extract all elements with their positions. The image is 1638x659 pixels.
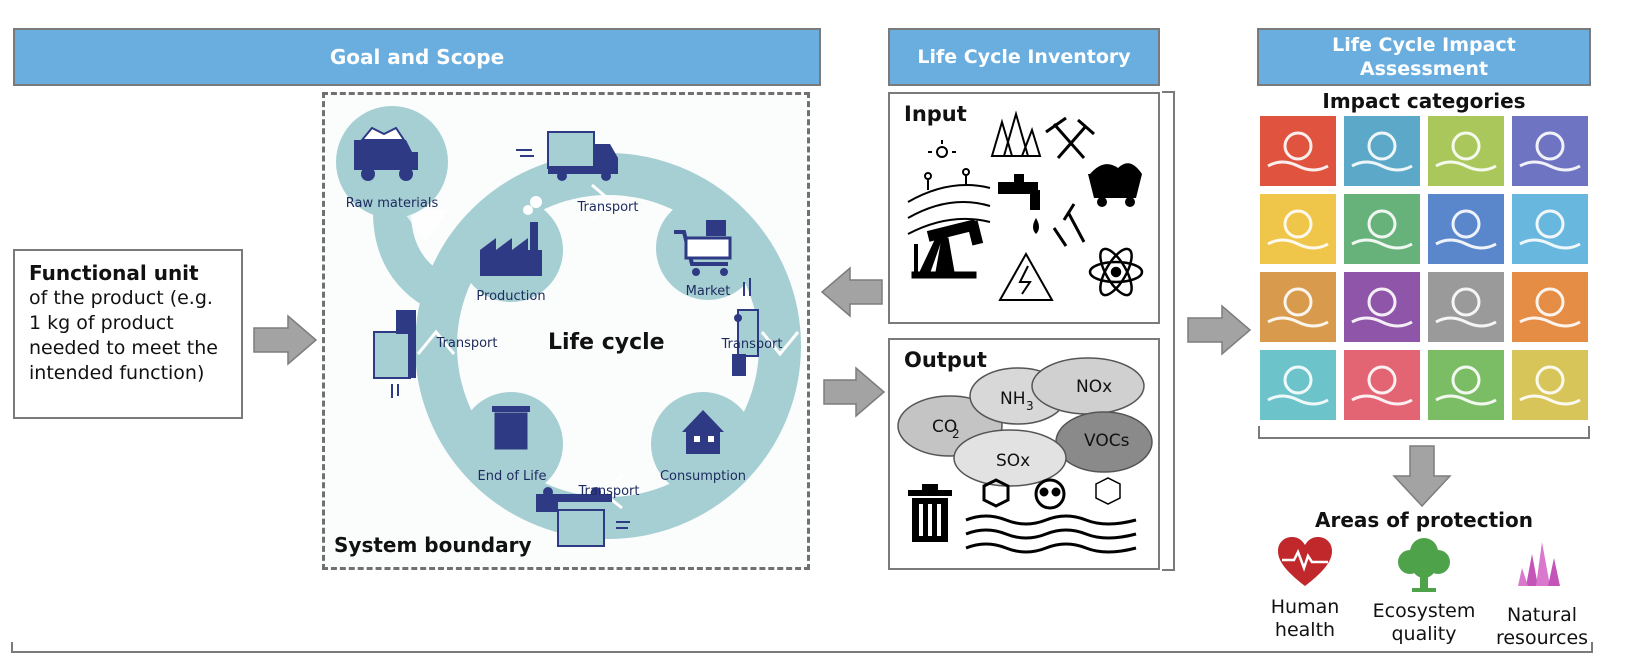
output-panel: Output CO 2 NH 3 NOx VOCs SOx xyxy=(888,338,1160,570)
coal-cart-icon xyxy=(1088,163,1142,207)
water-pollution-icon xyxy=(965,477,1137,554)
water-drop-icon xyxy=(1344,116,1420,186)
pickaxe-icon xyxy=(1052,203,1086,247)
emission-nox: NOx xyxy=(1076,377,1112,397)
lci-header: Life Cycle Inventory xyxy=(888,28,1160,86)
climate-waves-icon xyxy=(1512,350,1588,420)
trash-can-icon xyxy=(908,484,952,542)
atom-icon xyxy=(1088,247,1144,297)
nh3-subscript: 3 xyxy=(1026,399,1034,413)
functional-unit-box: Functional unit of the product (e.g. 1 k… xyxy=(13,249,243,419)
aop-ecosystem-quality: Ecosystem quality xyxy=(1372,600,1476,645)
high-voltage-icon xyxy=(998,251,1054,301)
arrow-down-icon xyxy=(1392,445,1452,508)
water-tap-icon xyxy=(998,174,1040,234)
hammer-pick-icon xyxy=(1045,116,1095,159)
particle-icon xyxy=(1344,272,1420,342)
raw-materials-path xyxy=(373,211,467,319)
stage-production: Production xyxy=(476,289,546,304)
arrow-right-icon xyxy=(1187,304,1252,356)
output-title: Output xyxy=(904,348,987,372)
temperature-icon xyxy=(1260,116,1336,186)
input-icons xyxy=(907,110,1144,301)
factory-icon xyxy=(480,196,542,276)
stage-transport-right: Transport xyxy=(721,337,783,352)
inventory-bracket xyxy=(1162,91,1175,571)
field-sun-icon xyxy=(907,140,991,235)
stage-raw-materials: Raw materials xyxy=(345,196,439,211)
impact-bracket xyxy=(1258,426,1590,439)
arrow-left-icon xyxy=(820,266,883,318)
heart-pulse-icon xyxy=(1278,537,1332,586)
functional-unit-title: Functional unit xyxy=(29,261,199,285)
cancer-ribbon-icon xyxy=(1344,350,1420,420)
truck-left-icon xyxy=(373,310,416,398)
emission-nh3: NH xyxy=(1000,389,1026,409)
plants-icon xyxy=(1260,350,1336,420)
arrow-right-icon xyxy=(253,314,318,366)
stage-market: Market xyxy=(685,284,731,299)
truck-top-icon xyxy=(516,131,618,181)
energy-leaf-icon xyxy=(1512,272,1588,342)
emission-vocs: VOCs xyxy=(1084,431,1130,451)
radiation-icon xyxy=(1428,350,1504,420)
system-boundary-label: System boundary xyxy=(334,533,532,557)
aop-natural-resources: Natural resources xyxy=(1495,604,1589,649)
emission-co2: CO xyxy=(932,417,957,437)
input-panel: Input xyxy=(888,92,1160,324)
crystal-icon xyxy=(990,110,1042,157)
aquatic-plant-icon xyxy=(1428,194,1504,264)
house-icon xyxy=(682,410,724,454)
lcia-header: Life Cycle Impact Assessment xyxy=(1257,28,1591,86)
emission-sox: SOx xyxy=(996,451,1030,471)
stage-transport-bottom: Transport xyxy=(578,484,640,499)
areas-of-protection-title: Areas of protection xyxy=(1315,508,1533,532)
truck-right-icon xyxy=(732,278,759,376)
crystal-icon xyxy=(1518,542,1560,586)
input-title: Input xyxy=(904,102,967,126)
co2-subscript: 2 xyxy=(952,427,960,441)
life-cycle-diagram xyxy=(336,106,801,547)
stage-consumption: Consumption xyxy=(659,469,747,484)
aop-human-health: Human health xyxy=(1270,596,1340,641)
dump-truck-icon xyxy=(354,126,418,181)
output-icons: CO 2 NH 3 NOx VOCs SOx xyxy=(897,357,1153,554)
arrow-right-icon xyxy=(823,366,886,418)
tree-stump-icon xyxy=(1428,116,1504,186)
rain-cloud-icon xyxy=(1512,116,1588,186)
crop-duster-icon xyxy=(1260,272,1336,342)
stage-transport-left: Transport xyxy=(436,336,498,351)
bottom-bracket xyxy=(11,642,1593,653)
sun-radiation-icon xyxy=(1260,194,1336,264)
dump-truck-icon xyxy=(1428,272,1504,342)
tree-icon xyxy=(1398,538,1450,592)
life-cycle-label: Life cycle xyxy=(548,330,665,355)
goal-scope-header: Goal and Scope xyxy=(13,28,821,86)
impact-categories-title: Impact categories xyxy=(1322,89,1526,113)
sox-cloud xyxy=(953,429,1067,487)
truck-bottom-icon xyxy=(536,487,630,547)
shopping-cart-icon xyxy=(674,220,732,276)
stage-end-of-life: End of Life xyxy=(477,469,547,484)
stage-transport-top: Transport xyxy=(577,200,639,215)
skull-crossbones-icon xyxy=(1344,194,1420,264)
fish-icon xyxy=(1512,194,1588,264)
oil-pump-icon xyxy=(911,219,984,279)
trash-can-icon xyxy=(492,406,530,450)
functional-unit-text: of the product (e.g. 1 kg of product nee… xyxy=(29,287,218,384)
